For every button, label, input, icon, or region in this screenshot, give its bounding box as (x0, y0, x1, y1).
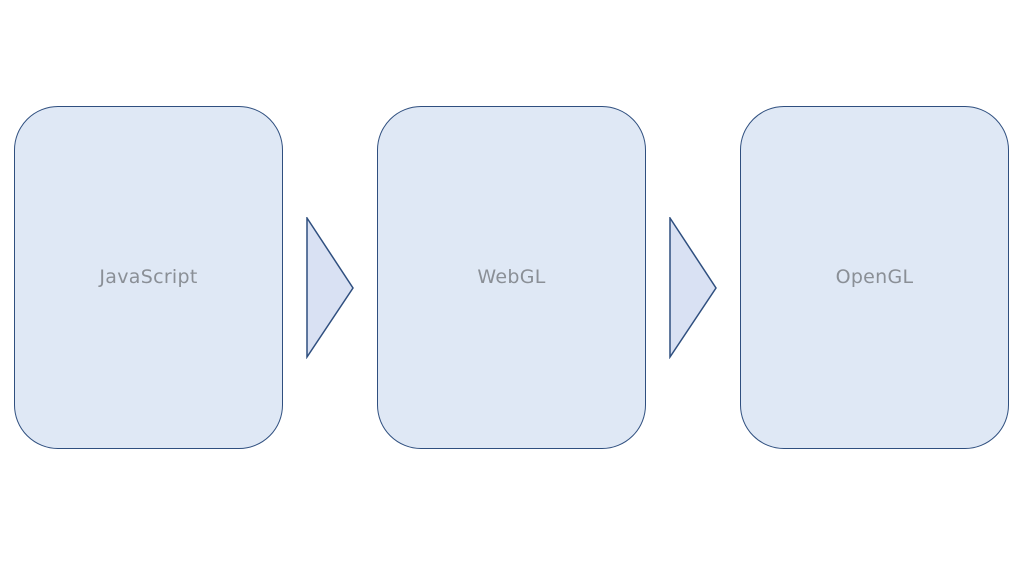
chevron-right-arrow-icon (305, 217, 355, 359)
node-opengl: OpenGL (740, 106, 1009, 449)
node-label: JavaScript (99, 265, 198, 288)
chevron-right-arrow-icon (668, 217, 718, 359)
node-javascript: JavaScript (14, 106, 283, 449)
node-webgl: WebGL (377, 106, 646, 449)
node-label: WebGL (477, 265, 546, 288)
node-label: OpenGL (835, 265, 914, 288)
